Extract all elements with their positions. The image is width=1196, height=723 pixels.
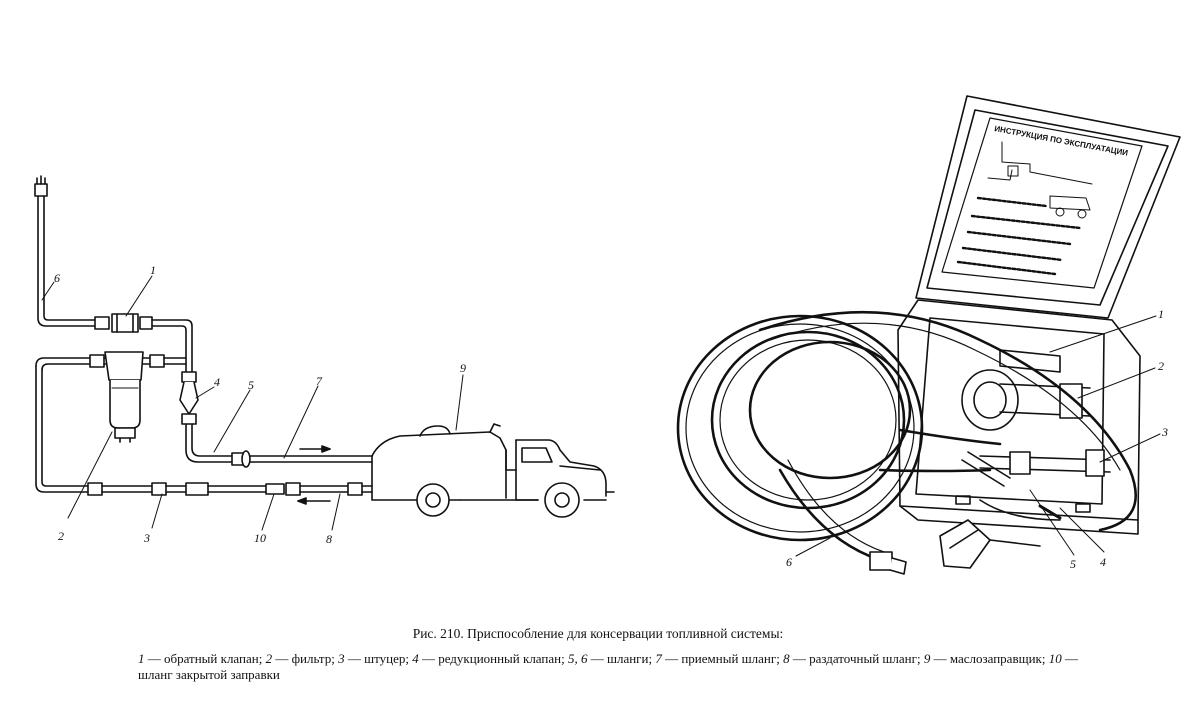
callout-right-6: 6 [786, 555, 792, 569]
legend-entry: 2 — фильтр; [266, 651, 335, 666]
callout-left-1: 1 [150, 263, 156, 277]
figure-caption: Рис. 210. Приспособление для консервации… [412, 626, 784, 641]
callout-right-3: 3 [1161, 425, 1168, 439]
callout-left-2: 2 [58, 529, 64, 543]
legend-dash: — [421, 651, 435, 666]
callout-left-10: 10 [254, 531, 266, 545]
callout-right-5: 5 [1070, 557, 1076, 571]
hose-10 [265, 482, 373, 496]
legend-entry: 8 — раздаточный шланг; [783, 651, 921, 666]
legend-text: штуцер; [364, 651, 409, 666]
callout-left-9: 9 [460, 361, 466, 375]
legend-text: приемный шланг; [681, 651, 780, 666]
legend-text: раздаточный шланг; [809, 651, 921, 666]
legend-entry: 10 — шланг закрытой заправки [138, 651, 1078, 682]
callout-leaders [41, 275, 1161, 557]
case-lid [915, 95, 1181, 319]
right-callout-numbers: 1 2 3 4 5 6 [786, 307, 1168, 571]
legend-number: 1 [138, 651, 145, 666]
legend-entry: 7 — приемный шланг; [655, 651, 779, 666]
legend-number: 5, 6 [567, 651, 588, 666]
legend-text: фильтр; [291, 651, 335, 666]
legend-entry: 1 — обратный клапан; [138, 651, 262, 666]
legend-number: 7 [655, 651, 662, 666]
coupling [939, 519, 1041, 569]
callout-left-7: 7 [316, 374, 323, 388]
left-callout-numbers: 1 2 3 4 5 6 7 8 9 10 [54, 263, 466, 546]
legend-dash: — [792, 651, 806, 666]
fitting-3 [87, 482, 267, 496]
legend-number: 3 [338, 651, 345, 666]
check-valve-1 [94, 313, 153, 333]
hose-end-6 [869, 551, 907, 575]
legend-number: 8 [783, 651, 790, 666]
legend-text: шланги; [606, 651, 653, 666]
legend-dash: — [933, 651, 947, 666]
callout-right-4: 4 [1100, 555, 1106, 569]
legend-entry: 4 — редукционный клапан; [412, 651, 565, 666]
filter-2 [104, 351, 144, 443]
legend-dash: — [275, 651, 289, 666]
callout-left-8: 8 [326, 532, 332, 546]
hose-6 [34, 175, 96, 327]
callout-left-4: 4 [214, 375, 220, 389]
callout-right-2: 2 [1158, 359, 1164, 373]
legend-text: обратный клапан; [164, 651, 263, 666]
legend-number: 2 [265, 651, 273, 666]
callout-right-1: 1 [1158, 307, 1164, 321]
schematic-diagram [34, 175, 615, 518]
tanker-truck-9 [371, 423, 615, 518]
reduction-valve-4 [179, 371, 233, 463]
hose-5 [231, 450, 373, 468]
callout-left-5: 5 [248, 378, 254, 392]
kit-illustration [676, 95, 1181, 575]
legend-number: 9 [923, 651, 931, 666]
coiled-hoses [676, 310, 1137, 562]
legend-number: 10 [1048, 651, 1062, 666]
legend-entry: 5, 6 — шланги; [568, 651, 652, 666]
legend-dash: — [147, 651, 161, 666]
figure-legend: 1 — обратный клапан; 2 — фильтр; 3 — шту… [138, 651, 1078, 683]
figure-drawing: 1 2 3 4 5 6 7 8 9 10 1 2 3 4 5 6 ИНСТРУК… [34, 95, 1181, 575]
legend-dash: — [665, 651, 679, 666]
legend-dash: — [1065, 651, 1078, 666]
legend-text: редукционный клапан; [438, 651, 565, 666]
legend-text: шланг закрытой заправки [138, 667, 280, 682]
legend-text: маслозаправщик; [949, 651, 1046, 666]
legend-entry: 9 — маслозаправщик; [924, 651, 1046, 666]
legend-number: 4 [412, 651, 419, 666]
callout-left-6: 6 [54, 271, 60, 285]
callout-left-3: 3 [143, 531, 150, 545]
legend-dash: — [590, 651, 604, 666]
case-body [897, 299, 1141, 535]
legend-entry: 3 — штуцер; [338, 651, 409, 666]
legend-dash: — [347, 651, 361, 666]
